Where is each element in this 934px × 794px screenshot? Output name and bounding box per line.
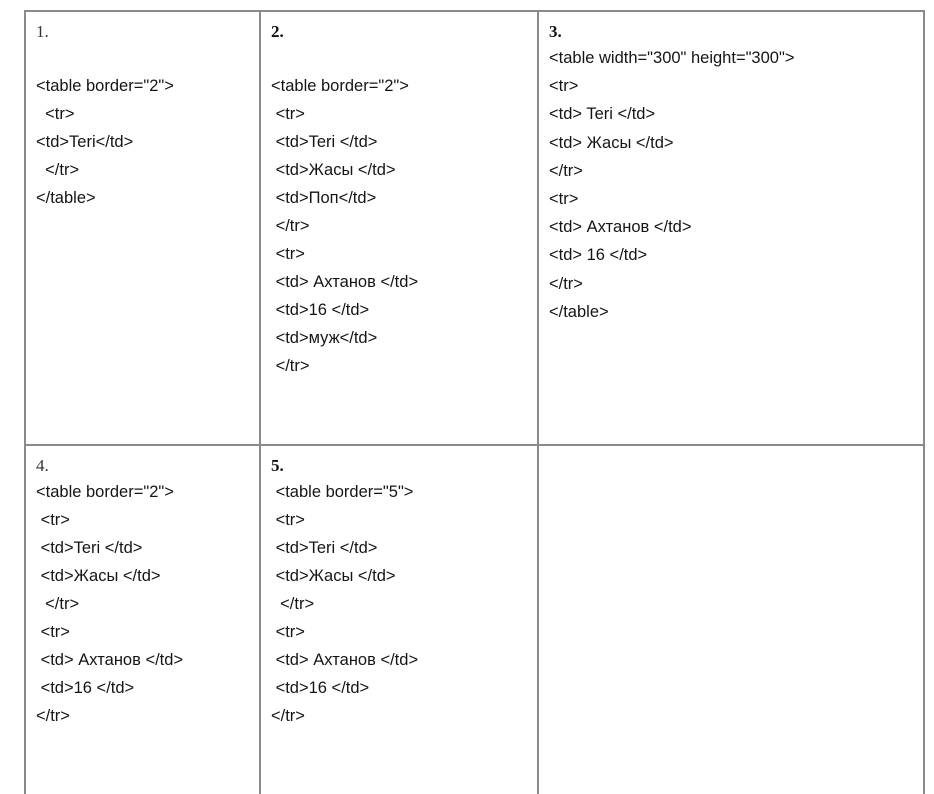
code-line: </tr> [271,357,310,375]
code-line: <table border="2"> [36,77,174,95]
code-line: <td> Ахтанов </td> [271,273,419,291]
code-line: <tr> [36,105,75,123]
code-line: <td>Жасы </td> [271,161,396,179]
code-line: <tr> [271,245,305,263]
code-line: <tr> [271,623,305,641]
spacer [271,44,527,72]
cell-number: 2. [271,22,284,41]
cell-number: 1. [36,22,49,41]
empty-cell [537,444,925,794]
code-line: </table> [36,189,96,207]
code-line: <td>Поп</td> [271,189,377,207]
code-line: <td>16 </td> [271,301,370,319]
code-line: <tr> [549,190,579,209]
code-examples-table: 1. <table border="2"> <tr> <td>Teri</td>… [24,10,925,794]
table-row: 1. <table border="2"> <tr> <td>Teri</td>… [24,10,925,446]
cell-number: 3. [549,22,562,41]
code-line: <td> 16 </td> [549,246,648,265]
code-line: <td>Жасы </td> [36,567,161,585]
code-cell-5: 5. <table border="5"> <tr> <td>Teri </td… [259,444,539,794]
code-line: <td>муж</td> [271,329,378,347]
code-line: </tr> [271,707,305,725]
code-line: <td>16 </td> [271,679,370,697]
code-line: <td> Ахтанов </td> [271,651,419,669]
code-line: </tr> [549,274,583,293]
code-line: <table border="5"> [271,483,414,501]
code-line: </table> [549,302,609,321]
code-cell-2: 2. <table border="2"> <tr> <td>Teri </td… [259,10,539,446]
code-line: <td>Жасы </td> [271,567,396,585]
code-line: <td> Teri </td> [549,105,656,124]
code-line: <td>16 </td> [36,679,135,697]
spacer [36,44,249,72]
code-line: <table border="2"> [271,77,409,95]
code-line: <table border="2"> [36,483,174,501]
code-line: <tr> [549,77,579,96]
cell-number: 5. [271,456,284,475]
code-cell-1: 1. <table border="2"> <tr> <td>Teri</td>… [24,10,261,446]
code-line: </tr> [271,595,315,613]
code-line: <td>Teri </td> [36,539,143,557]
code-line: </tr> [36,707,70,725]
code-cell-4: 4. <table border="2"> <tr> <td>Teri </td… [24,444,261,794]
code-line: <tr> [271,511,305,529]
code-line: <td> Ахтанов </td> [549,218,692,237]
code-line: </tr> [549,161,583,180]
code-line: </tr> [271,217,310,235]
code-line: <td>Teri</td> [36,133,134,151]
code-line: <table width="300" height="300"> [549,49,795,67]
code-line: <td> Жасы </td> [549,133,674,152]
code-line: <td>Teri </td> [271,133,378,151]
code-line: </tr> [36,595,80,613]
code-line: <tr> [36,511,70,529]
code-line: </tr> [36,161,80,179]
code-line: <td>Teri </td> [271,539,378,557]
table-row: 4. <table border="2"> <tr> <td>Teri </td… [24,444,925,794]
code-cell-3: 3. <table width="300" height="300"> <tr>… [537,10,925,446]
code-line: <td> Ахтанов </td> [36,651,184,669]
code-line: <tr> [271,105,305,123]
cell-number: 4. [36,456,49,475]
code-line: <tr> [36,623,70,641]
